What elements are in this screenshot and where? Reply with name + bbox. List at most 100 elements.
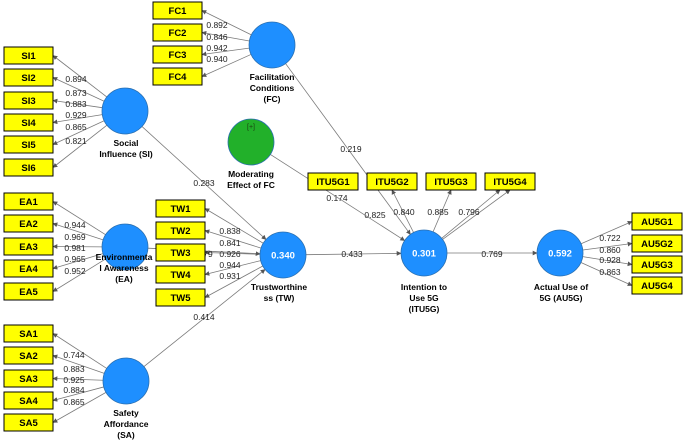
path-fc-to-itu5g: [285, 63, 411, 235]
loading-value-tw3: 0.926: [219, 249, 241, 259]
indicator-label: SA2: [19, 351, 37, 362]
indicator-label: AU5G2: [641, 239, 673, 250]
indicator-si1[interactable]: SI1: [3, 46, 54, 65]
loading-value-ea1: 0.944: [64, 220, 86, 230]
indicator-box: [307, 172, 359, 191]
indicator-box: [3, 369, 54, 388]
indicator-label: SA5: [19, 418, 38, 429]
construct-circle: [536, 229, 584, 277]
indicator-box: [3, 46, 54, 65]
indicator-ea5[interactable]: EA5: [3, 282, 54, 301]
r-squared-value: 0.301: [412, 249, 436, 260]
indicator-sa1[interactable]: SA1: [3, 324, 54, 343]
indicator-tw3[interactable]: TW3: [155, 243, 206, 262]
indicator-sa5[interactable]: SA5: [3, 413, 54, 432]
loading-arrow-au5g1: [580, 221, 633, 245]
indicator-fc2[interactable]: FC2: [152, 23, 203, 42]
indicator-si5[interactable]: SI5: [3, 135, 54, 154]
indicator-box: [3, 214, 54, 233]
indicator-box: [155, 243, 206, 262]
indicator-fc3[interactable]: FC3: [152, 45, 203, 64]
indicator-label: TW1: [170, 204, 191, 215]
indicator-label: SA3: [19, 374, 37, 385]
loading-value-au5g4: 0.863: [599, 267, 621, 277]
path-coef-itu5g-itu5g4: 0.796: [458, 207, 480, 217]
indicator-sa2[interactable]: SA2: [3, 346, 54, 365]
indicator-sa4[interactable]: SA4: [3, 391, 54, 410]
loading-value-fc3: 0.942: [206, 43, 228, 53]
indicator-box: [152, 67, 203, 86]
indicator-label: TW4: [170, 270, 191, 281]
indicator-label: AU5G3: [641, 260, 673, 271]
loading-arrow-ea1: [52, 201, 106, 236]
loading-value-tw5: 0.931: [219, 271, 241, 281]
indicator-label: FC2: [169, 28, 187, 39]
construct-label: Trustworthine: [251, 282, 307, 292]
indicator-ea1[interactable]: EA1: [3, 192, 54, 211]
path-mod-to-itu5g: [270, 154, 406, 241]
path-coef-itu5g-au5g: 0.769: [481, 249, 503, 259]
loading-value-au5g1: 0.722: [599, 233, 621, 243]
indicator-box: [3, 68, 54, 87]
indicator-ea2[interactable]: EA2: [3, 214, 54, 233]
construct-label: (ITU5G): [409, 304, 440, 314]
loading-value-tw4: 0.944: [219, 260, 241, 270]
indicator-box: [631, 234, 683, 253]
path-coef-tw-itu5g: 0.433: [341, 249, 363, 259]
loading-value-fc1: 0.892: [206, 20, 228, 30]
indicator-tw4[interactable]: TW4: [155, 265, 206, 284]
indicator-box: [3, 346, 54, 365]
indicator-label: AU5G1: [641, 217, 673, 228]
indicator-box: [152, 45, 203, 64]
indicator-tw2[interactable]: TW2: [155, 221, 206, 240]
loading-arrow-si1: [52, 55, 108, 98]
path-itu5g-to-itu5g4: [441, 189, 501, 239]
indicator-itu5g4[interactable]: ITU5G4: [484, 172, 536, 191]
indicator-itu5g3[interactable]: ITU5G3: [425, 172, 477, 191]
indicator-label: SI4: [21, 118, 36, 129]
loading-arrow-itu5g3: [432, 189, 452, 233]
indicator-itu5g2[interactable]: ITU5G2: [366, 172, 418, 191]
indicator-fc1[interactable]: FC1: [152, 1, 203, 20]
loading-arrow-ea2: [52, 222, 104, 241]
indicator-box: [155, 199, 206, 218]
indicator-si2[interactable]: SI2: [3, 68, 54, 87]
indicator-si6[interactable]: SI6: [3, 158, 54, 177]
loading-value-ea2: 0.969: [64, 232, 86, 242]
indicator-si4[interactable]: SI4: [3, 113, 54, 132]
indicator-au5g4[interactable]: AU5G4: [631, 276, 683, 295]
indicator-tw1[interactable]: TW1: [155, 199, 206, 218]
indicator-fc4[interactable]: FC4: [152, 67, 203, 86]
indicator-label: FC4: [169, 72, 188, 83]
loading-arrow-si2: [52, 77, 105, 102]
construct-label: Use 5G: [409, 293, 439, 303]
indicator-au5g1[interactable]: AU5G1: [631, 212, 683, 231]
indicator-au5g3[interactable]: AU5G3: [631, 255, 683, 274]
indicator-label: SI6: [21, 163, 35, 174]
loading-arrow-tw2: [204, 229, 262, 249]
loading-arrow-sa1: [52, 333, 107, 369]
indicator-ea3[interactable]: EA3: [3, 237, 54, 256]
construct-label: Social: [113, 138, 138, 148]
indicator-label: EA2: [19, 219, 37, 230]
indicator-box: [3, 391, 54, 410]
indicator-box: [3, 192, 54, 211]
indicator-box: [3, 259, 54, 278]
indicator-label: EA3: [19, 242, 37, 253]
loading-value-ea4: 0.965: [64, 254, 86, 264]
indicator-itu5g1[interactable]: ITU5G1: [307, 172, 359, 191]
indicator-au5g2[interactable]: AU5G2: [631, 234, 683, 253]
indicator-ea4[interactable]: EA4: [3, 259, 54, 278]
indicator-si3[interactable]: SI3: [3, 91, 54, 110]
indicator-sa3[interactable]: SA3: [3, 369, 54, 388]
indicator-tw5[interactable]: TW5: [155, 288, 206, 307]
loading-value-fc2: 0.846: [206, 32, 228, 42]
